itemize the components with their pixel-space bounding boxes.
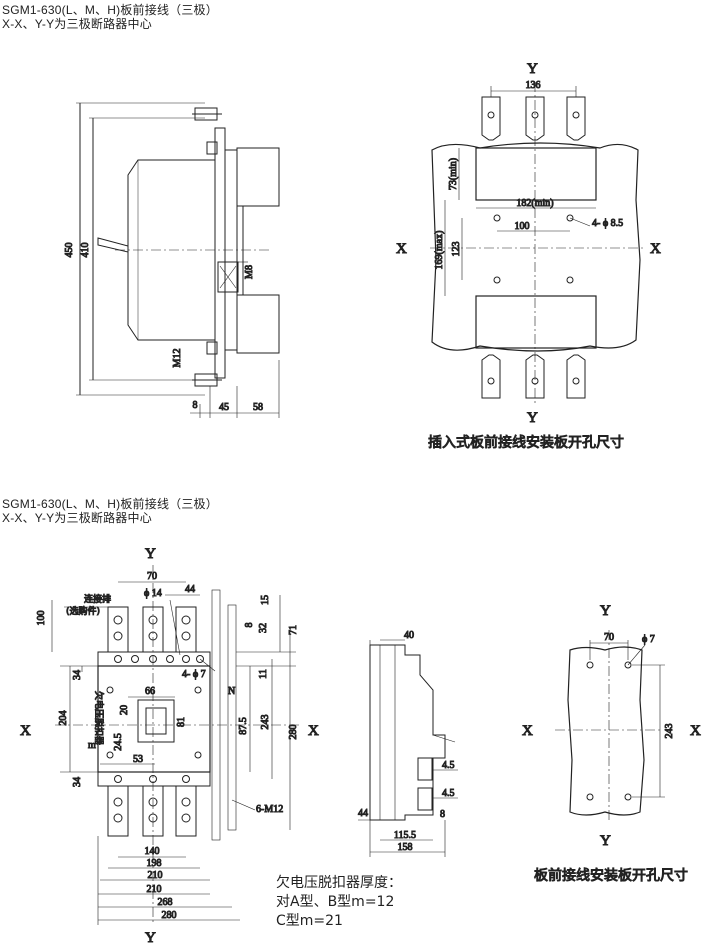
dim-100: 100 [36,611,47,626]
bus-note-2: (选购件) [66,605,100,617]
dim-450: 450 [64,243,75,258]
dim-410: 410 [80,243,91,258]
top-panel-caption: 插入式板前接线安装板开孔尺寸 [428,434,624,451]
dim-87-5: 87.5 [238,717,249,735]
dim-53: 53 [133,754,143,765]
bottom-title: SGM1-630(L、M、H)板前接线（三极） [2,497,218,511]
bus-note-1: 连接排 [84,593,111,605]
top-subtitle: X-X、Y-Y为三极断路器中心 [2,17,152,31]
dim-182-min: 182(min) [516,198,553,209]
dim-8: 8 [440,809,445,820]
bottom-panel-caption: 板前接线安装板开孔尺寸 [534,867,688,884]
dim-8: 8 [244,623,255,628]
axis-y-bottom: Y [600,833,611,849]
dim-40: 40 [404,630,414,641]
dim-66: 66 [145,686,155,697]
dim-73-min: 73(min) [448,158,459,190]
dim-m12: M12 [172,349,183,368]
dim-4-5b: 4.5 [442,788,455,799]
dim-210a: 210 [148,870,163,881]
dim-20: 20 [119,705,130,715]
top-title: SGM1-630(L、M、H)板前接线（三极） [2,3,218,17]
top-side-view [76,102,280,418]
dim-140: 140 [145,846,160,857]
dim-115-5: 115.5 [394,830,416,841]
axis-x-left: X [20,723,31,739]
dim-m: m [88,740,96,751]
dim-198: 198 [147,858,162,869]
axis-y-bottom: Y [527,410,538,426]
dim-123: 123 [451,242,462,257]
axis-x-left: X [522,723,533,739]
dim-169-max: 169(max) [434,231,445,270]
dim-4-5a: 4.5 [442,760,455,771]
dim-44: 44 [185,584,195,595]
dim-100: 100 [515,221,530,232]
dim-11: 11 [258,669,269,679]
dim-280b: 280 [162,910,177,921]
dim-243: 243 [664,724,675,739]
label-6-m12: 6-M12 [256,804,283,815]
dim-8: 8 [193,400,198,411]
dim-34a: 34 [72,670,83,680]
note-line-2: 对A型、B型m=12 [276,894,395,910]
bottom-front-view [51,565,300,925]
dim-15: 15 [260,595,271,605]
dim-m8: M8 [244,265,255,279]
dim-44: 44 [358,808,368,819]
dim-210b: 210 [147,884,162,895]
dim-204: 204 [58,711,69,726]
dim-70: 70 [147,571,157,582]
release-label: 欠电压脱扣器 [93,691,105,745]
axis-x-right: X [308,723,319,739]
axis-y-bottom: Y [145,930,156,946]
dim-58: 58 [253,402,263,413]
dim-phi14: ϕ 14 [144,588,162,599]
dim-81: 81 [176,717,187,727]
dim-70: 70 [604,632,614,643]
dim-34b: 34 [72,777,83,787]
bottom-side-view [358,639,458,857]
dim-24-5: 24.5 [113,733,124,751]
dim-268: 268 [158,897,173,908]
axis-y-top: Y [600,603,611,619]
release-note: 欠电压脱扣器厚度： 对A型、B型m=12 C型m=21 [276,874,402,931]
axis-y-top: Y [145,546,156,562]
dim-45: 45 [219,402,229,413]
bottom-panel-cutout [555,630,665,822]
dim-158: 158 [398,842,413,853]
axis-x-right: X [690,723,701,739]
hole-label: 4- ϕ 8.5 [592,218,623,229]
label-n: N [228,686,235,697]
hole-label: 4- ϕ 7 [182,669,206,680]
dim-280: 280 [288,725,299,740]
dim-136: 136 [526,80,541,91]
dim-phi7: ϕ 7 [642,634,655,645]
dim-243: 243 [260,715,271,730]
dim-71: 71 [288,625,299,635]
dim-32: 32 [258,623,269,633]
top-panel-cutout [430,82,645,405]
axis-x-left: X [396,241,407,257]
axis-y-top: Y [527,61,538,77]
bottom-subtitle: X-X、Y-Y为三极断路器中心 [2,511,152,525]
axis-x-right: X [650,241,661,257]
note-line-1: 欠电压脱扣器厚度： [276,875,402,891]
note-line-3: C型m=21 [276,913,343,929]
